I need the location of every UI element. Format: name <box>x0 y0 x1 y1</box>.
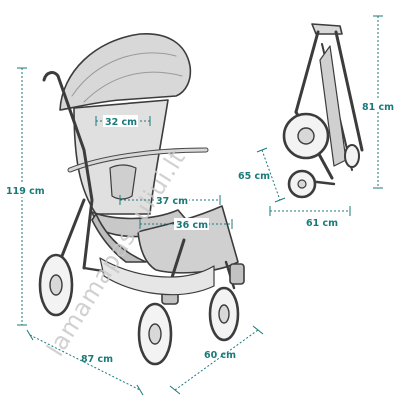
front-wheel-right-fork <box>229 263 245 285</box>
folded-frame <box>334 30 364 152</box>
rear-leg <box>60 198 86 258</box>
label-bg <box>154 194 189 206</box>
open-length-label: 87 cm <box>81 354 113 365</box>
footrest-width-label: 36 cm <box>176 220 208 231</box>
folded-depth-label: 65 cm <box>238 171 270 182</box>
side-panel <box>91 213 147 263</box>
open-stroller-illustration <box>38 33 245 366</box>
folded-fabric <box>319 45 347 167</box>
folded-front-wheel <box>344 144 360 168</box>
canopy-shape <box>59 33 192 111</box>
open-width-tick <box>252 325 264 335</box>
open-length-line <box>29 334 141 391</box>
folded-depth-tick <box>256 147 268 153</box>
folded-width-label: 61 cm <box>306 218 338 229</box>
folded-depth-line <box>261 149 281 201</box>
front-wheel-left-hub <box>148 323 162 345</box>
basket <box>99 257 215 296</box>
folded-depth-tick <box>274 197 286 203</box>
canopy-rib <box>83 71 183 103</box>
canopy-rib <box>71 52 177 97</box>
open-width-label: 60 cm <box>204 350 236 361</box>
folded-frame <box>311 23 343 35</box>
open-height-label: 119 cm <box>6 186 45 197</box>
folded-frame <box>294 30 320 114</box>
folded-stroller-illustration <box>282 23 364 199</box>
harness-pad <box>109 164 137 200</box>
label-bg <box>5 184 41 197</box>
handlebar <box>42 71 94 270</box>
backrest-width-label: 32 cm <box>105 117 137 128</box>
folded-height-label: 81 cm <box>362 102 394 113</box>
open-width-line <box>174 329 259 391</box>
open-length-tick <box>136 384 144 396</box>
armrest-bar-fill <box>68 148 208 172</box>
label-bg <box>362 100 398 112</box>
label-bg <box>103 115 138 127</box>
open-width-tick <box>169 385 181 395</box>
folded-rear-wheel-hub <box>297 127 315 145</box>
front-wheel-right-hub <box>218 304 230 324</box>
folded-front-wheel-hub <box>297 179 307 189</box>
seat-width-label: 37 cm <box>156 196 188 207</box>
dimension-labels: 119 cm 87 cm 60 cm 32 cm 37 cm 36 cm 81 … <box>5 100 398 365</box>
rear-wheel-hub <box>49 274 63 296</box>
label-bg <box>174 218 209 230</box>
open-length-tick <box>26 329 34 341</box>
